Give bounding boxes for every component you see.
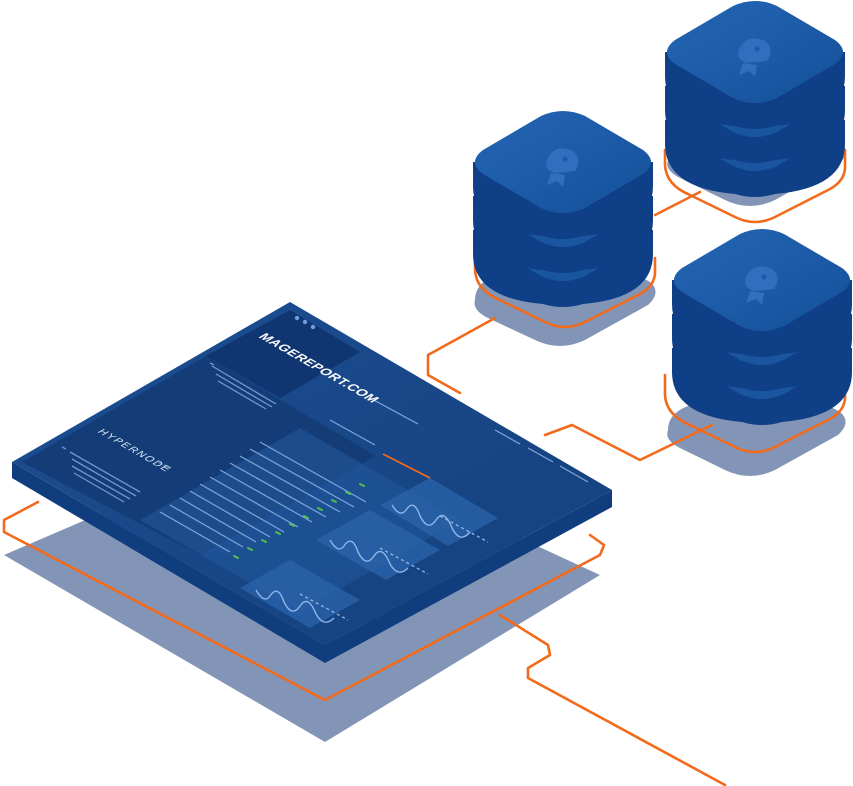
dashboard-side bbox=[12, 462, 612, 663]
server-unit bbox=[665, 1, 845, 129]
network-cables bbox=[2, 148, 847, 786]
window-dot bbox=[294, 315, 300, 321]
sidebar-menu-upper bbox=[209, 362, 277, 410]
mascot-icon bbox=[738, 38, 771, 77]
active-tab-indicator bbox=[382, 453, 431, 479]
content-panel-chart-1 bbox=[380, 478, 498, 546]
wave-chart-3 bbox=[255, 589, 335, 623]
server1-cable-ring bbox=[473, 256, 657, 329]
wave-chart-1 bbox=[391, 504, 471, 538]
window-dot bbox=[302, 319, 308, 325]
server-stack-2 bbox=[665, 1, 845, 197]
status-indicators bbox=[233, 483, 365, 559]
nav-lines bbox=[329, 397, 589, 483]
output-cable bbox=[498, 613, 727, 786]
server-stack-3 bbox=[672, 229, 852, 425]
dashboard-header bbox=[206, 310, 360, 398]
mascot-icon bbox=[546, 148, 579, 187]
window-dot bbox=[310, 324, 316, 330]
brand-sub: by byte bbox=[157, 461, 173, 470]
server2-cable-ring bbox=[663, 148, 847, 224]
mascot-icon bbox=[745, 266, 778, 305]
report-lines bbox=[159, 441, 367, 553]
wave-charts bbox=[255, 504, 489, 623]
dashboard-window: MAGEREPORT.COM HYPERNODE by byte bbox=[12, 302, 612, 663]
cable-dashboard-server1 bbox=[426, 316, 497, 395]
cable-dashboard-server3 bbox=[543, 423, 714, 462]
dashboard-cable-ring bbox=[2, 500, 606, 702]
server3-cable-ring bbox=[663, 373, 847, 454]
server-stack-1 bbox=[473, 111, 653, 307]
content-panel-chart-2 bbox=[316, 510, 440, 580]
wave-chart-2 bbox=[329, 539, 409, 573]
sidebar-menu-lower bbox=[61, 446, 141, 503]
server-stacks bbox=[473, 1, 852, 425]
